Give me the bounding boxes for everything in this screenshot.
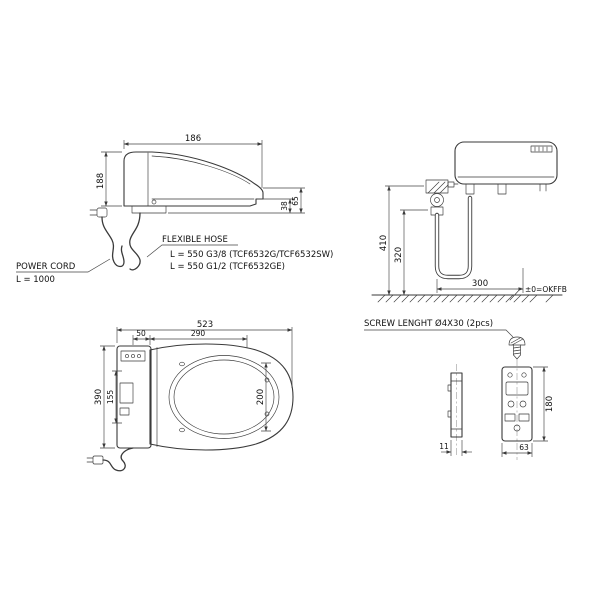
flexible-hose-label: FLEXIBLE HOSE (162, 235, 228, 245)
remote-plate-side (447, 364, 463, 457)
rear-flexible-hose (434, 195, 473, 280)
dim-label-186: 186 (185, 134, 201, 144)
side-view: 186 188 38 65 (89, 134, 305, 271)
dim-label-155: 155 (106, 390, 115, 405)
dim-300: 300 (436, 268, 524, 293)
dim-50-290: 50 290 (132, 329, 248, 348)
dim-65: 65 (263, 187, 305, 214)
dim-320: 320 (394, 209, 428, 296)
dim-label-188: 188 (96, 173, 106, 189)
dim-11: 11 (439, 440, 472, 456)
dim-label-290: 290 (191, 329, 206, 338)
flexible-hose-spec-2: L = 550 G1/2 (TCF6532GE) (170, 262, 285, 272)
dim-186: 186 (123, 134, 263, 188)
power-cord-drawing (89, 207, 125, 268)
plan-power-cord (86, 447, 134, 472)
dim-63: 63 (501, 443, 533, 457)
side-view-profile (123, 151, 264, 214)
dim-label-410: 410 (379, 235, 389, 251)
plan-view: 523 50 290 390 155 200 (86, 320, 294, 472)
dim-155: 155 (106, 370, 122, 424)
power-cord-label: POWER CORD (16, 262, 76, 272)
screw-icon (508, 336, 526, 360)
dim-label-180: 180 (545, 396, 555, 412)
dim-523: 523 (116, 320, 293, 388)
remote-mount-view: SCREW LENGHT Ø4X30 (2pcs) 11 (364, 318, 555, 460)
dim-label-38: 38 (280, 201, 289, 211)
dim-38: 38 (168, 198, 305, 214)
dim-label-390: 390 (94, 389, 104, 405)
dim-label-11: 11 (439, 442, 449, 451)
dim-188: 188 (96, 151, 122, 207)
water-valve-assembly (425, 179, 459, 216)
power-cord-length: L = 1000 (16, 275, 55, 285)
dim-label-320: 320 (394, 247, 404, 263)
dim-390: 390 (94, 345, 115, 449)
floor-level-label: ±0=OKFFB (525, 285, 567, 294)
flexible-hose-spec-1: L = 550 G3/8 (TCF6532G/TCF6532SW) (170, 250, 333, 260)
rear-unit-body (454, 141, 558, 195)
remote-front (501, 359, 533, 460)
dim-label-65: 65 (291, 196, 300, 206)
dim-410: 410 (379, 185, 424, 296)
dim-label-50: 50 (136, 329, 146, 338)
dim-label-300: 300 (472, 279, 488, 289)
plan-body (116, 345, 152, 449)
flexible-hose-drawing (129, 212, 141, 271)
dim-label-523: 523 (197, 320, 213, 330)
dim-label-63: 63 (519, 443, 529, 452)
dim-200: 200 (256, 362, 271, 432)
dim-label-200: 200 (256, 389, 266, 405)
floor-line: ±0=OKFFB (371, 285, 567, 303)
rear-view: ±0=OKFFB 410 320 300 (371, 141, 567, 303)
dim-180: 180 (533, 366, 555, 442)
screw-note-label: SCREW LENGHT Ø4X30 (2pcs) (364, 318, 493, 329)
plan-seat (149, 343, 294, 451)
connection-labels: FLEXIBLE HOSE L = 550 G3/8 (TCF6532G/TCF… (16, 235, 333, 285)
